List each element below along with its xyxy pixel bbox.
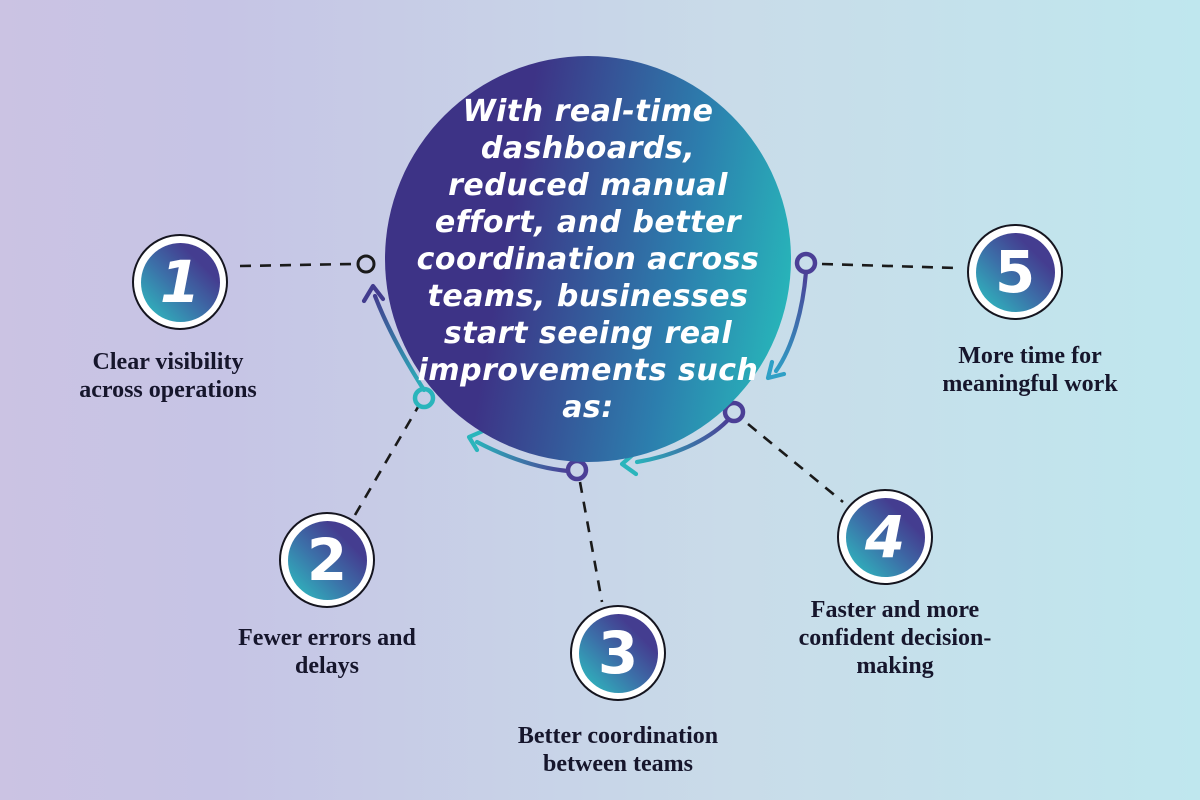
central-message-line: improvements such [417, 352, 759, 388]
arrowhead-up-icon [361, 283, 386, 304]
step-circle-3: 3 [570, 605, 666, 701]
arrowhead-up-left-icon [466, 428, 486, 453]
central-message-line: start seeing real [443, 315, 733, 351]
connection-point-1-icon [356, 254, 376, 274]
step-label-3: Better coordination between teams [517, 723, 719, 777]
dashed-connector-5 [821, 262, 958, 270]
step-circle-5: 5 [967, 224, 1063, 320]
step-label-5: More time for meaningful work [942, 343, 1118, 397]
connection-point-markers [356, 251, 818, 482]
connection-point-4-icon [722, 400, 746, 424]
central-circle: With real-time dashboards, reduced manua… [385, 56, 791, 462]
step-label-1: Clear visibility across operations [79, 349, 257, 403]
central-message-line: reduced manual [448, 167, 728, 203]
dashed-connectors [239, 262, 958, 603]
connection-point-5-icon [794, 251, 818, 275]
connection-point-3-icon [565, 458, 589, 482]
step-1-number: 1 [159, 248, 201, 316]
dashed-connector-2 [353, 406, 420, 516]
flow-arcs [361, 269, 809, 477]
step-2-number: 2 [306, 526, 348, 594]
dashed-connector-4 [747, 422, 844, 504]
step-3-number: 3 [597, 619, 639, 687]
central-message-line: teams, businesses [427, 278, 749, 314]
flow-arc-4-to-3 [634, 418, 730, 465]
central-message-line: With real-time [462, 93, 714, 129]
connection-point-2-icon [412, 386, 436, 410]
step-circle-4: 4 [837, 489, 933, 585]
central-message-line: coordination across [416, 241, 760, 277]
step-circle-2: 2 [279, 512, 375, 608]
step-2-badge: 2 [287, 520, 367, 600]
step-4-badge: 4 [845, 497, 925, 577]
central-message: With real-time dashboards, reduced manua… [385, 93, 791, 426]
step-5-number: 5 [994, 238, 1036, 306]
central-message-line: as: [562, 389, 614, 425]
flow-arc-2-to-1 [372, 293, 427, 393]
step-1-badge: 1 [140, 242, 220, 322]
arrowhead-down-left-icon [765, 359, 787, 381]
flow-arc-5-to-4 [773, 269, 809, 374]
flow-arc-3-to-2 [474, 439, 571, 474]
step-4-number: 4 [864, 503, 906, 571]
central-message-line: dashboards, [480, 130, 696, 166]
step-5-badge: 5 [975, 232, 1055, 312]
dashed-connector-3 [578, 481, 604, 603]
step-label-2: Fewer errors and delays [238, 625, 416, 679]
step-3-badge: 3 [578, 613, 658, 693]
central-message-line: effort, and better [434, 204, 742, 240]
dashed-connector-1 [239, 262, 353, 268]
step-circle-1: 1 [132, 234, 228, 330]
step-label-4: Faster and more confident decision-makin… [798, 597, 992, 679]
